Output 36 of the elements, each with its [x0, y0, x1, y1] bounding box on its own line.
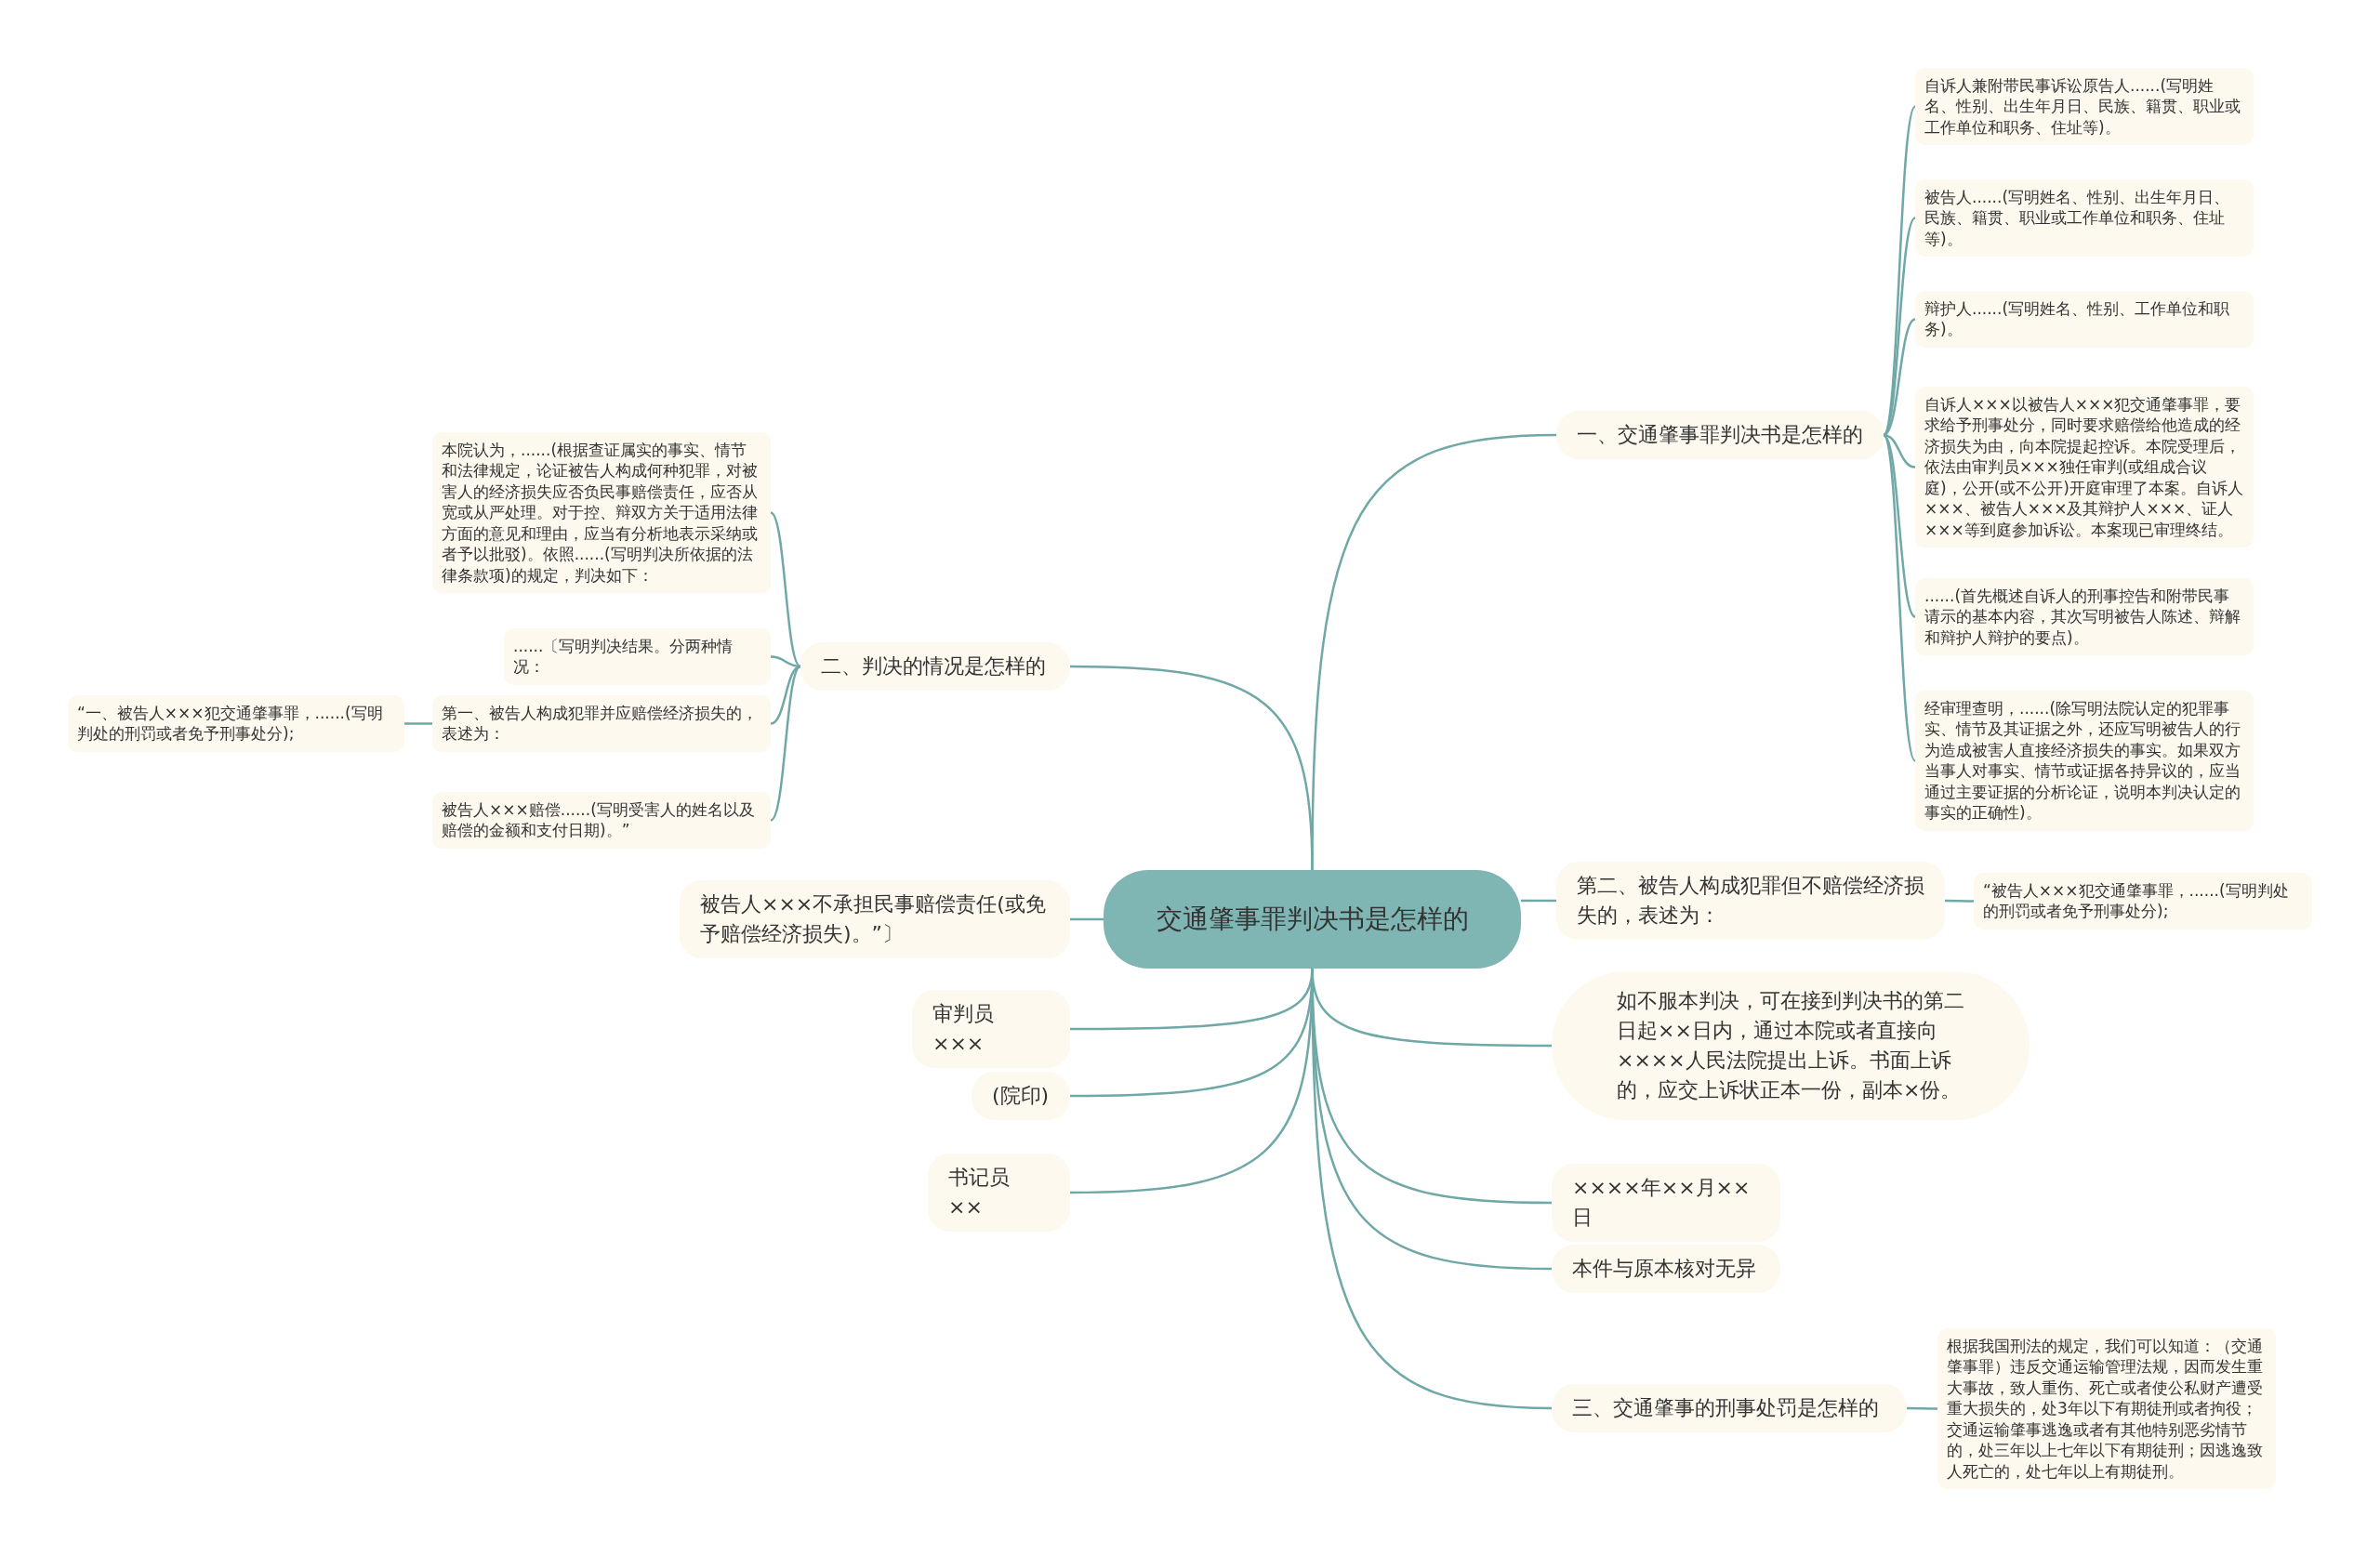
- topic-box: 第二、被告人构成犯罪但不赔偿经济损失的，表述为：: [1556, 862, 1945, 940]
- topic-box: 审判员 ×××: [912, 990, 1070, 1068]
- note-box: 被告人......(写明姓名、性别、出生年月日、民族、籍贯、职业或工作单位和职务、住址等)。: [1915, 179, 2254, 257]
- note-box: 根据我国刑法的规定，我们可以知道：（交通肇事罪）违反交通运输管理法规，因而发生重大事故，致人重伤、死亡或者使公私财产遭受重大损失的，处3年以下有期徒刑或者拘役；交通运输肇事逃逸或者有其他特别恶劣情节的，处三年以上七年以下有期徒刑；因逃逸致人死亡的，处七年以上有期徒刑。: [1937, 1328, 2276, 1490]
- connector-line: [404, 722, 432, 725]
- note-box: 本院认为，......(根据查证属实的事实、情节和法律规定，论证被告人构成何种犯罪，对被害人的经济损失应否负民事赔偿责任，应否从宽或从严处理。对于控、辩双方关于适用法律方面的意见和理由，应当有分析地表示采纳或者予以批驳)。依照......(写明判决所依据的法律条款项)的规定，判决如下：: [432, 432, 771, 594]
- connector-line: [1521, 899, 1556, 903]
- topic-box: 二、判决的情况是怎样的: [800, 642, 1070, 691]
- connector-line: [1882, 105, 1917, 436]
- topic-box: 一、交通肇事罪判决书是怎样的: [1556, 411, 1884, 459]
- connector-line: [1883, 434, 1916, 618]
- note-box: ......〔写明判决结果。分两种情况：: [504, 628, 771, 685]
- central-topic-box: 交通肇事罪判决书是怎样的: [1104, 870, 1521, 969]
- connector-line: [1945, 899, 1974, 903]
- note-box: “一、被告人×××犯交通肇事罪，......(写明判处的刑罚或者免予刑事处分);: [68, 695, 404, 752]
- connector-line: [1882, 434, 1917, 762]
- note-box: 第一、被告人构成犯罪并应赔偿经济损失的，表述为：: [432, 695, 771, 752]
- note-box: 经审理查明，......(除写明法院认定的犯罪事实、情节及其证据之外，还应写明被告人的行为造成被害人直接经济损失的事实。如果双方当事人对事实、情节或证据各持异议的，应当通过主要证据的分析论证，说明本判决认定的事实的正确性)。: [1915, 691, 2254, 831]
- note-box: 辩护人......(写明姓名、性别、工作单位和职务)。: [1915, 291, 2254, 348]
- topic-box: (院印): [972, 1072, 1070, 1120]
- note-box: 自诉人兼附带民事诉讼原告人......(写明姓名、性别、出生年月日、民族、籍贯、职业或工作单位和职务、住址等)。: [1915, 68, 2254, 146]
- connector-line: [1883, 433, 1916, 468]
- topic-box: 三、交通肇事的刑事处罚是怎样的: [1552, 1384, 1907, 1432]
- note-box: “被告人×××犯交通肇事罪，......(写明判处的刑罚或者免予刑事处分);: [1974, 873, 2312, 930]
- connector-line: [1907, 1406, 1937, 1410]
- connector-line: [770, 511, 801, 667]
- note-box: ......(首先概述自诉人的刑事控告和附带民事请示的基本内容，其次写明被告人陈述、辩解和辩护人辩护的要点)。: [1915, 578, 2254, 656]
- connector-line: [1069, 665, 1314, 871]
- topic-box: 如不服本判决，可在接到判决书的第二日起××日内，通过本院或者直接向××××人民法院提出上诉。书面上诉的，应交上诉状正本一份，副本×份。: [1552, 971, 2030, 1120]
- topic-box: 被告人×××不承担民事赔偿责任(或免予赔偿经济损失)。”〕: [680, 880, 1070, 958]
- note-box: 自诉人×××以被告人×××犯交通肇事罪，要求给予刑事处分，同时要求赔偿给他造成的经济损失为由，向本院提起控诉。本院受理后，依法由审判员×××独任审判(或组成合议庭)，公开(或不公开)开庭审理了本案。自诉人×××、被告人×××及其辩护人×××、证人×××等到庭参加诉讼。本案现已审理终结。: [1915, 387, 2254, 548]
- connector-line: [1070, 917, 1104, 921]
- topic-box: 书记员 ××: [928, 1154, 1070, 1232]
- topic-box: ××××年××月××日: [1552, 1164, 1780, 1242]
- topic-box: 本件与原本核对无异: [1552, 1245, 1780, 1293]
- note-box: 被告人×××赔偿......(写明受害人的姓名以及赔偿的金额和支付日期)。”: [432, 792, 771, 849]
